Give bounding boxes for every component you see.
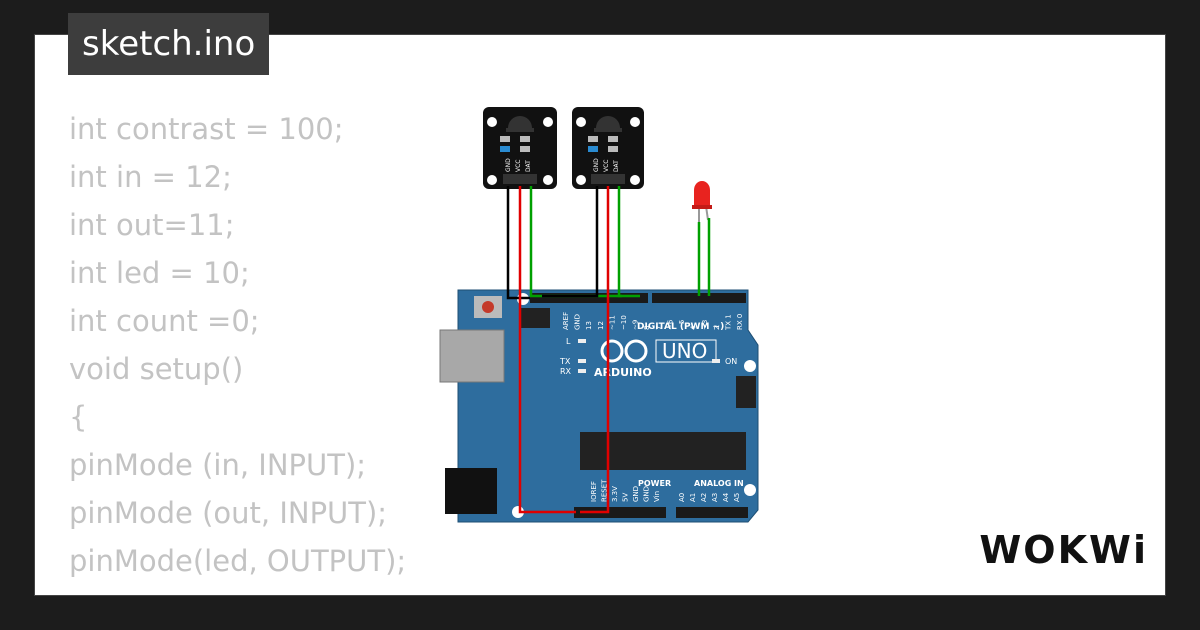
pin-label: A4 xyxy=(722,492,730,502)
code-line: pinMode (in, INPUT); xyxy=(69,448,367,482)
pin-label: 12 xyxy=(597,321,605,330)
pin-label: ~6 xyxy=(666,319,674,330)
pin-label: A1 xyxy=(689,493,697,502)
pin-label: 7 xyxy=(655,326,663,330)
pin-label: ~9 xyxy=(632,320,640,330)
code-line: void setup() xyxy=(69,352,244,386)
svg-text:VCC: VCC xyxy=(515,160,522,172)
pin-label: A0 xyxy=(678,493,686,502)
code-line: { xyxy=(69,400,88,434)
sensor-pin-labels: GND VCC DAT xyxy=(505,158,532,172)
icsp-header-right xyxy=(736,376,756,408)
sensor-pin-labels: GND VCC DAT xyxy=(593,158,620,172)
pin-label: GND xyxy=(632,486,640,502)
pin-label: 13 xyxy=(585,321,593,330)
analog-header-label: ANALOG IN xyxy=(694,479,744,488)
pin-label: 5V xyxy=(622,493,630,502)
arduino-uno-board[interactable]: DIGITAL (PWM ~) POWER ANALOG IN UNO ARDU… xyxy=(439,289,759,523)
code-line: Serial.begin("Visitor Counter"); xyxy=(69,585,517,595)
onboard-leds xyxy=(578,339,720,373)
icsp-header xyxy=(520,308,550,328)
svg-text:GND: GND xyxy=(505,158,512,172)
pin-label: ~11 xyxy=(608,315,616,330)
code-line: pinMode (out, INPUT); xyxy=(69,496,388,530)
analog-header xyxy=(676,507,748,518)
power-jack xyxy=(445,468,497,514)
pin-label: TX 1 xyxy=(724,314,732,331)
digital-header xyxy=(530,293,648,303)
pin-label: A2 xyxy=(700,493,708,502)
code-line: int led = 10; xyxy=(69,256,250,290)
pin-label: 8 xyxy=(643,326,651,330)
pin-label: IOREF xyxy=(590,481,598,502)
led-label-tx: TX xyxy=(559,357,571,366)
red-led[interactable] xyxy=(692,181,712,225)
pin-label: GND xyxy=(643,486,651,502)
led-label-rx: RX xyxy=(560,367,572,376)
wire-gnd-1 xyxy=(506,186,530,300)
file-tab[interactable]: sketch.ino xyxy=(68,13,270,75)
usb-port xyxy=(439,329,505,383)
pin-label: 3.3V xyxy=(611,486,619,502)
pin-label: AREF xyxy=(562,312,570,330)
wire-dat-2 xyxy=(617,186,640,298)
arduino-logo-icon xyxy=(600,339,648,363)
pin-label: RX 0 xyxy=(736,314,744,330)
code-line: pinMode(led, OUTPUT); xyxy=(69,544,407,578)
digital-header-2 xyxy=(652,293,746,303)
svg-text:GND: GND xyxy=(593,158,600,172)
ir-sensor-module-2[interactable]: GND VCC DAT xyxy=(572,107,644,189)
reset-button[interactable] xyxy=(482,301,494,313)
code-editor: int contrast = 100; int in = 12; int out… xyxy=(69,105,517,595)
mount-hole xyxy=(744,484,756,496)
wires xyxy=(506,186,711,514)
pin-label: A5 xyxy=(733,493,741,502)
power-header-label: POWER xyxy=(638,479,671,488)
model-frame xyxy=(655,339,717,363)
svg-text:DAT: DAT xyxy=(525,160,532,172)
ir-sensor-module-1[interactable]: GND VCC DAT xyxy=(483,107,557,189)
wire-vcc-1 xyxy=(518,186,576,514)
code-line: int out=11; xyxy=(69,208,235,242)
board-brand: ARDUINO xyxy=(594,366,652,379)
wokwi-logo: WOKWi xyxy=(979,528,1148,572)
wire-gnd-2 xyxy=(542,186,599,298)
board-model: UNO xyxy=(662,339,707,363)
atmega-chip xyxy=(580,432,746,470)
power-header xyxy=(574,507,666,518)
digital-header-label: DIGITAL (PWM ~) xyxy=(637,322,724,332)
pin-label: Vin xyxy=(653,491,661,502)
svg-text:DAT: DAT xyxy=(613,160,620,172)
pin-label: 4 xyxy=(690,325,698,330)
led-label-on: ON xyxy=(725,357,737,366)
code-line: int in = 12; xyxy=(69,160,232,194)
code-line: int contrast = 100; xyxy=(69,112,344,146)
code-line: int count =0; xyxy=(69,304,260,338)
pin-label: ~3 xyxy=(701,320,709,330)
pin-label: ~10 xyxy=(620,315,628,330)
led-label-l: L xyxy=(566,337,571,346)
mount-hole xyxy=(744,360,756,372)
pin-label: GND xyxy=(574,314,582,330)
pin-label: ~5 xyxy=(678,320,686,330)
pin-label: A3 xyxy=(711,493,719,502)
pin-label: 2 xyxy=(713,326,721,330)
pin-label: RESET xyxy=(601,479,609,502)
svg-text:VCC: VCC xyxy=(603,160,610,172)
wire-vcc-2 xyxy=(580,186,610,514)
